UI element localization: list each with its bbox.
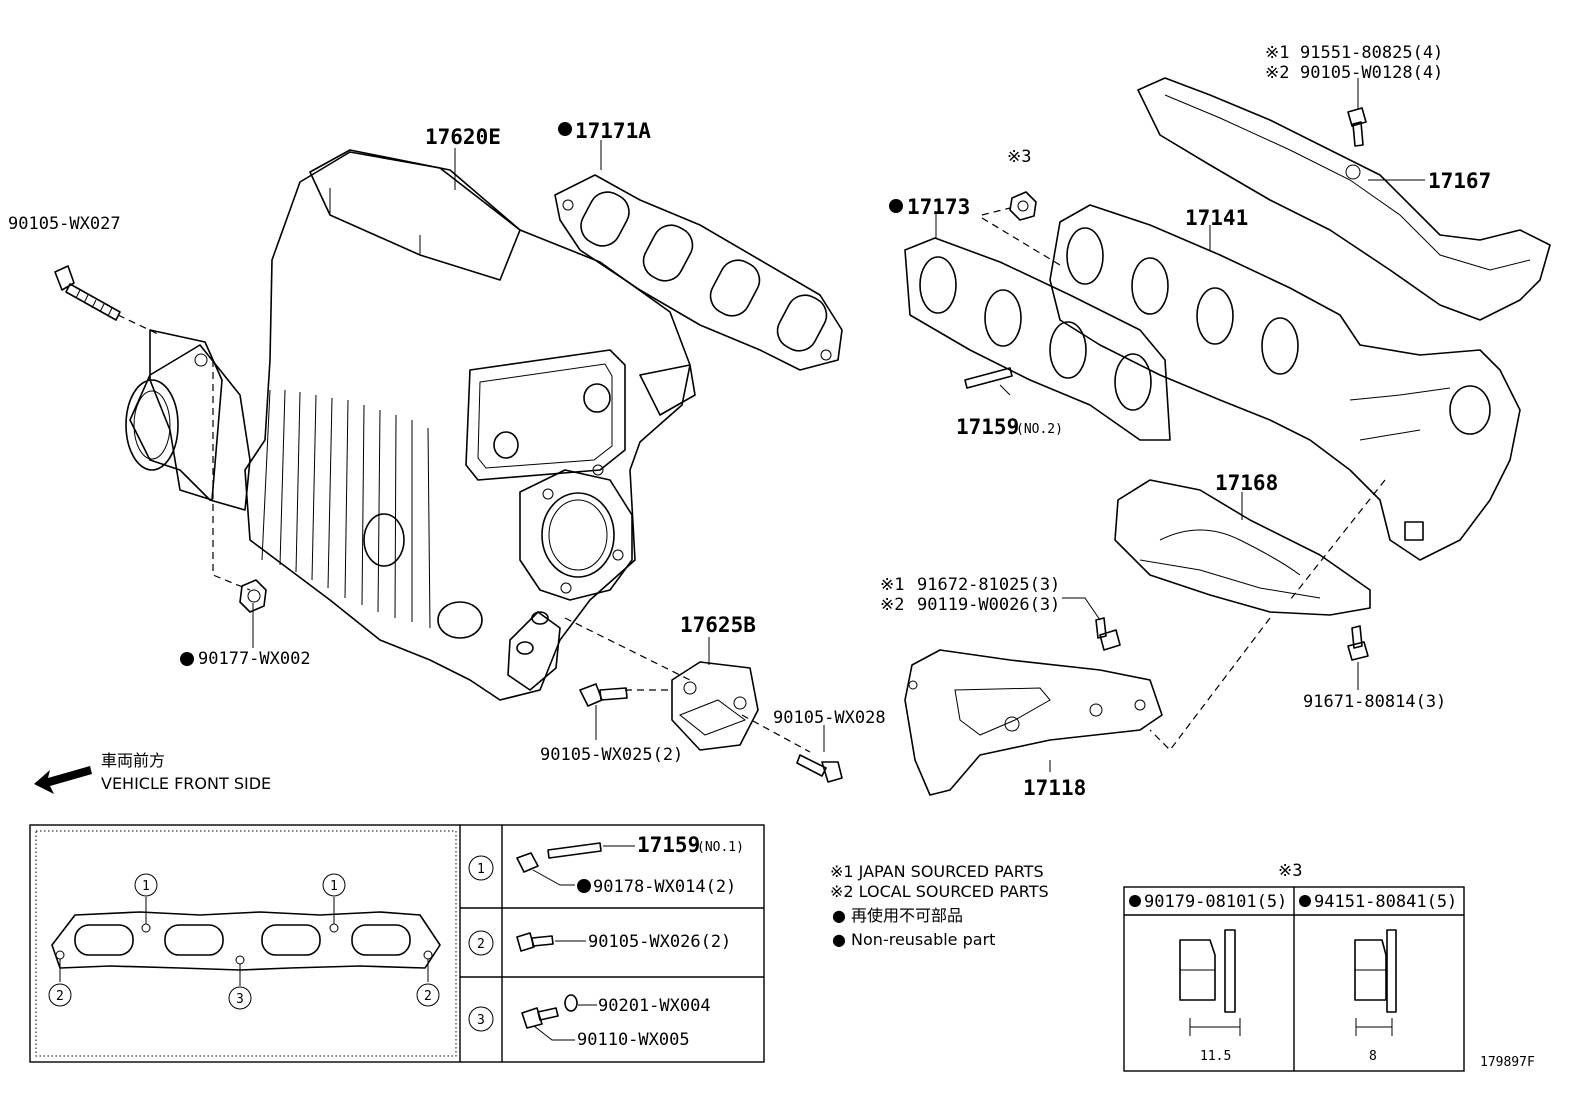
label-91672-81025: 91672-81025(3) [917, 575, 1060, 595]
note3-table [1123, 886, 1465, 1072]
bolt-91671-80814-drawing [1347, 625, 1369, 661]
label-90105-wx028: 90105-WX028 [773, 708, 886, 728]
legend-local-sourced: ※2 LOCAL SOURCED PARTS [830, 882, 1049, 901]
label-90105-wx026: 90105-WX026(2) [588, 932, 731, 952]
label-17173: 17173 [907, 195, 970, 219]
label-91671-80814: 91671-80814(3) [1303, 692, 1446, 712]
label-17167: 17167 [1428, 169, 1491, 193]
mark-note2: ※2 [1265, 63, 1289, 83]
label-17168: 17168 [1215, 471, 1278, 495]
label-90105-wx025: 90105-WX025(2) [540, 745, 683, 765]
label-90110-wx005: 90110-WX005 [577, 1030, 690, 1050]
stud-17159-no2-drawing [964, 367, 1013, 389]
washer-90201-wx004-drawing [564, 994, 578, 1012]
label-17625b: 17625B [680, 613, 756, 637]
gasket-17173-drawing [904, 237, 1171, 441]
label-90119-w0026: 90119-W0026(3) [917, 595, 1060, 615]
label-17159-no1: 17159 [637, 833, 700, 857]
legend-non-reusable-en: ● Non-reusable part [832, 930, 995, 949]
bracket-17625b-drawing [671, 661, 759, 751]
mark-note1: ※1 [880, 575, 904, 595]
label-90201-wx004: 90201-WX004 [598, 996, 711, 1016]
non-reusable-dot-icon [1299, 895, 1311, 907]
heat-insulator-17168-drawing [1114, 479, 1371, 616]
non-reusable-dot-icon [577, 879, 591, 893]
nut-90177-wx002-drawing [239, 579, 267, 613]
label-17171a: 17171A [575, 119, 651, 143]
svg-text:1: 1 [142, 879, 150, 894]
non-reusable-dot-icon [889, 199, 903, 213]
mark-note2: ※2 [880, 595, 904, 615]
non-reusable-dot-icon [180, 652, 194, 666]
supercharger-assembly-drawing [125, 149, 696, 701]
note3-title: ※3 [1278, 861, 1302, 881]
mark-note1: ※1 [1265, 43, 1289, 63]
label-17159-no1-suffix: (NO.1) [697, 840, 744, 855]
label-17620e: 17620E [425, 125, 501, 149]
nut-note3-drawing [1009, 191, 1037, 221]
vehicle-front-arrow-icon [34, 766, 92, 794]
svg-text:2: 2 [477, 937, 485, 952]
figure-id: 179897F [1480, 1055, 1535, 1070]
label-90178-wx014: 90178-WX014(2) [593, 877, 736, 897]
label-17118: 17118 [1023, 776, 1086, 800]
non-reusable-dot-icon [558, 122, 572, 136]
stud-17159-no1-drawing [547, 842, 602, 859]
label-90179-08101: 90179-08101(5) [1144, 892, 1287, 912]
bolt-90105-wx028-drawing [796, 754, 843, 783]
label-94151-80841: 94151-80841(5) [1314, 892, 1457, 912]
bolt-91672-81025-drawing [1095, 617, 1121, 651]
direction-label-en: VEHICLE FRONT SIDE [101, 774, 271, 793]
svg-text:3: 3 [236, 992, 244, 1007]
bolt-90110-wx005-drawing [521, 1007, 543, 1029]
svg-text:1: 1 [477, 862, 485, 877]
legend-non-reusable-jp: ● 再使用不可部品 [832, 906, 963, 925]
label-17159-no2: 17159 [956, 415, 1019, 439]
label-17141: 17141 [1185, 206, 1248, 230]
dimension-8: 8 [1369, 1049, 1377, 1064]
bolt-90105-wx026-drawing [516, 932, 535, 952]
bracket-17118-drawing [904, 649, 1163, 796]
label-90105-wx027: 90105-WX027 [8, 214, 121, 234]
non-reusable-dot-icon [1129, 895, 1141, 907]
label-note3-mark: ※3 [1007, 147, 1031, 167]
legend-japan-sourced: ※1 JAPAN SOURCED PARTS [830, 862, 1044, 881]
svg-text:3: 3 [477, 1013, 485, 1028]
heat-insulator-17167-drawing [1137, 77, 1551, 321]
label-90177-wx002: 90177-WX002 [198, 649, 311, 669]
bolt-90105-wx025-drawing [579, 683, 628, 707]
bolt-91551-80825-drawing [1347, 107, 1367, 147]
gasket-17171a-drawing [554, 174, 843, 371]
dimension-11-5: 11.5 [1200, 1049, 1231, 1064]
callout-circles: 1 1 2 2 3 1 2 3 [48, 855, 494, 1032]
gasket-detail-table [29, 824, 765, 1063]
label-91551-80825: 91551-80825(4) [1300, 43, 1443, 63]
direction-label-jp: 車両前方 [101, 751, 165, 770]
label-90105-w0128: 90105-W0128(4) [1300, 63, 1443, 83]
nut-90178-wx014-drawing [516, 852, 539, 873]
svg-text:1: 1 [330, 879, 338, 894]
bolt-90105-wx027-drawing [54, 265, 121, 321]
svg-text:2: 2 [56, 989, 64, 1004]
exhaust-manifold-17141-drawing [1049, 204, 1521, 561]
label-17159-no2-suffix: (NO.2) [1016, 422, 1063, 437]
svg-text:2: 2 [424, 989, 432, 1004]
